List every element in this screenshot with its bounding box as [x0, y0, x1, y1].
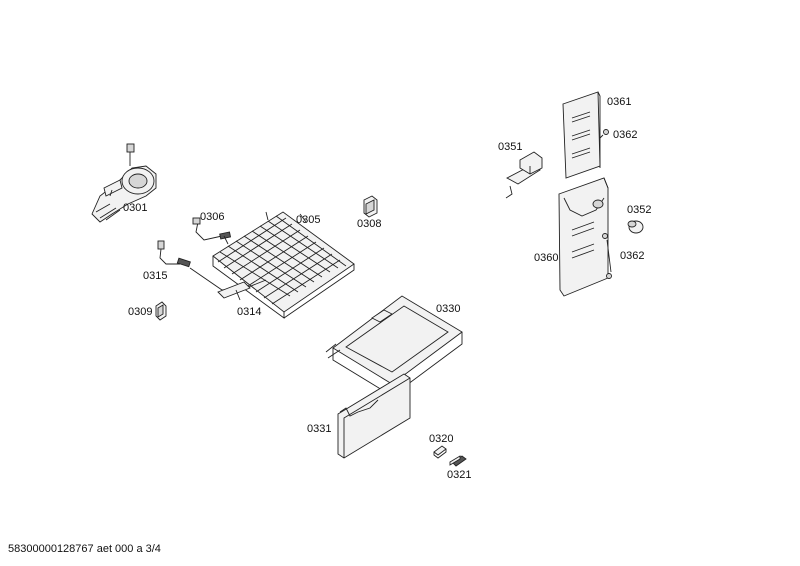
- label-0362-lower: 0362: [620, 250, 645, 262]
- label-0351: 0351: [498, 141, 523, 153]
- panel-0361: [562, 91, 601, 179]
- label-0330: 0330: [436, 303, 461, 315]
- label-0306: 0306: [200, 211, 225, 223]
- document-footer: 58300000128767 aet 000 a 3/4: [8, 543, 161, 555]
- label-0305: 0305: [296, 214, 321, 226]
- label-0314: 0314: [237, 306, 262, 318]
- label-0301: 0301: [123, 202, 148, 214]
- cover-0321: [449, 455, 467, 467]
- sensor-0306: [192, 217, 232, 241]
- screws-0362: [599, 129, 612, 279]
- label-0315: 0315: [143, 270, 168, 282]
- label-0360: 0360: [534, 252, 559, 264]
- connector-0308: [363, 195, 378, 218]
- label-0331: 0331: [307, 423, 332, 435]
- sensor-0315: [157, 240, 191, 268]
- clip-0309: [155, 301, 167, 321]
- label-0308: 0308: [357, 218, 382, 230]
- label-0309: 0309: [128, 306, 153, 318]
- back-panel-0360: [558, 177, 609, 297]
- label-0361: 0361: [607, 96, 632, 108]
- label-0352: 0352: [627, 204, 652, 216]
- label-0321: 0321: [447, 469, 472, 481]
- evaporator: [212, 211, 355, 319]
- part-0320: [433, 445, 447, 459]
- front-panel-0331: [337, 373, 411, 459]
- label-0362-upper: 0362: [613, 129, 638, 141]
- knob-0352: [627, 220, 644, 234]
- thermostat-0351: [505, 151, 543, 199]
- fan-motor-assembly: [91, 143, 157, 223]
- label-0320: 0320: [429, 433, 454, 445]
- heater-cable: [189, 267, 267, 301]
